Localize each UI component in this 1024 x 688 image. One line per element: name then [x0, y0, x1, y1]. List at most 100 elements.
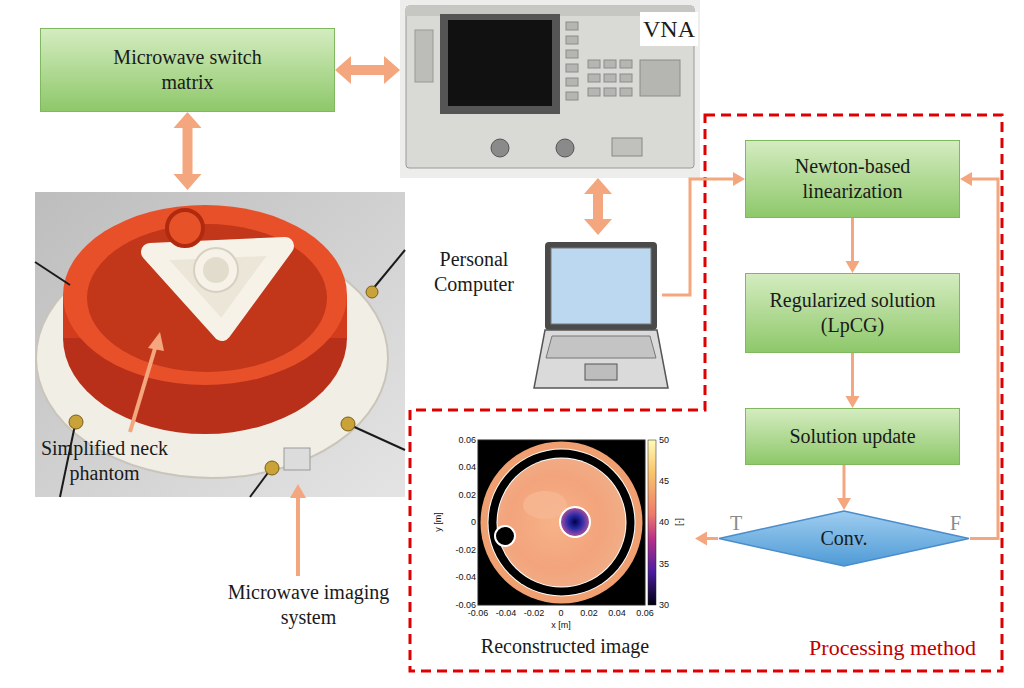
button [566, 78, 578, 86]
process-box: Solution update [745, 408, 960, 465]
arrow-head [384, 56, 400, 84]
trachea-tube [167, 210, 203, 246]
diamond-shape [719, 511, 969, 566]
axis-label: 0.02 [574, 607, 604, 619]
node-text: Processing method [790, 634, 995, 662]
flow-arrow [695, 532, 718, 546]
panel-socket [612, 138, 642, 156]
node-text: Microwave imaging system [226, 580, 391, 630]
arrow-head [960, 172, 972, 186]
arrow-head [335, 56, 351, 84]
axis-label: 0.06 [630, 607, 660, 619]
cable-group [35, 250, 405, 497]
node-text: Reconstructed image [440, 634, 690, 659]
cable [35, 262, 70, 285]
connector-line [707, 537, 718, 540]
sma-connector [341, 417, 355, 431]
disk-slot [415, 30, 433, 82]
boundary-line [497, 458, 627, 588]
axis-label: 45 [659, 475, 679, 487]
axis-label: 0.04 [602, 607, 632, 619]
sma-connector [366, 286, 378, 298]
sma-connector [265, 461, 279, 475]
axis-label: y [m] [432, 507, 444, 537]
instrument-photo: VNA [400, 0, 700, 178]
process-box: Regularized solution (LpCG) [745, 273, 960, 353]
axis-label: -0.04 [491, 607, 521, 619]
flow-arrow [662, 172, 745, 295]
boundary-line [488, 449, 636, 597]
flow-arrow [837, 465, 851, 510]
connector-line [183, 128, 193, 174]
button [620, 88, 632, 96]
laptop-keyboard [546, 336, 656, 358]
button [604, 60, 616, 68]
axis-label: -0.04 [444, 571, 476, 583]
phantom-rim [63, 205, 347, 385]
leader-head [148, 332, 164, 351]
colorbar [648, 440, 656, 605]
node-text: Regularized solution (LpCG) [765, 288, 940, 338]
flow-arrow [846, 218, 860, 273]
button [588, 60, 600, 68]
keypad [640, 60, 680, 96]
button [620, 74, 632, 82]
computer-icon: Personal Computer [410, 235, 662, 395]
axis-label: 0.02 [444, 489, 476, 501]
trachea-region [495, 526, 515, 546]
button [566, 92, 578, 100]
block-arrow [584, 178, 612, 235]
cable [350, 425, 405, 450]
flow-arrow [960, 172, 998, 539]
button [620, 60, 632, 68]
insert-hole [203, 257, 229, 283]
edge-label: T [730, 512, 742, 535]
axis-label: 30 [659, 599, 679, 611]
leader-head [290, 484, 306, 498]
cable [372, 250, 405, 290]
button [604, 88, 616, 96]
block-arrow [335, 56, 400, 84]
tissue-region [498, 459, 626, 587]
button [566, 22, 578, 30]
node-text: Simplified neck phantom [12, 436, 197, 486]
arrow-head [733, 172, 745, 186]
dashed-border [410, 115, 1002, 671]
photo-background [400, 0, 700, 178]
plot-frame [478, 440, 645, 605]
plot-area [478, 440, 645, 605]
target-region [561, 508, 589, 536]
axis-label: -0.02 [519, 607, 549, 619]
arrow-head [584, 178, 612, 194]
connector-line [851, 218, 854, 261]
connector-line [970, 179, 998, 539]
node-text: Personal Computer [410, 247, 538, 297]
button [566, 64, 578, 72]
arrow-head [846, 396, 860, 408]
axis-label: 35 [659, 558, 679, 570]
screen [448, 20, 552, 106]
tissue-patch [523, 491, 567, 519]
arrow-head [174, 112, 202, 128]
edge-label: F [950, 512, 961, 535]
target-outline [560, 507, 590, 537]
connector-line [851, 353, 854, 396]
button [588, 88, 600, 96]
axis-label: 0.04 [444, 461, 476, 473]
button [604, 74, 616, 82]
connector-line [351, 65, 384, 75]
node-text: Conv. [820, 527, 867, 550]
leader-line [130, 345, 156, 432]
block-arrow [174, 112, 202, 190]
axis-label: -0.02 [444, 544, 476, 556]
hardware-box: Microwave switch matrix [40, 28, 335, 112]
insert-tube [194, 248, 238, 292]
node-text: Solution update [789, 424, 915, 449]
antenna-plate [284, 448, 310, 470]
port-connector [491, 139, 509, 157]
arrow-head [584, 219, 612, 235]
axis-label: 50 [659, 434, 679, 446]
arrow-head [695, 532, 707, 546]
axis-label: 0 [444, 516, 476, 528]
decision-diamond: Conv. [718, 510, 970, 567]
